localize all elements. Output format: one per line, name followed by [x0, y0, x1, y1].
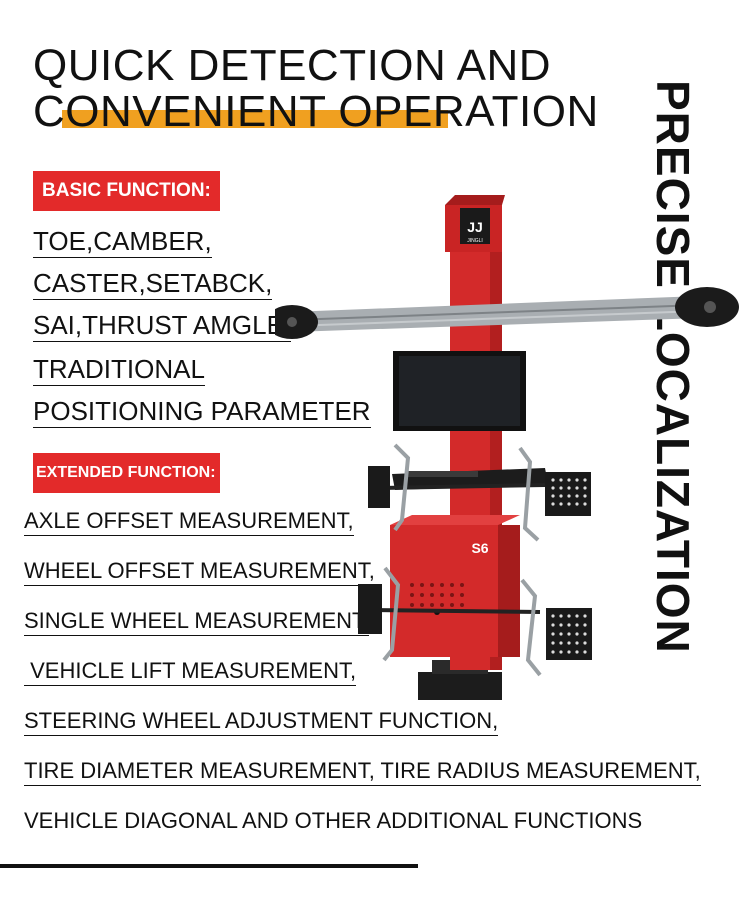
extended-item: VEHICLE LIFT MEASUREMENT,: [24, 660, 357, 686]
wheel-aligner-machine-image: JJ JINGLI S6: [275, 195, 739, 700]
basic-item: POSITIONING PARAMETER: [33, 396, 371, 428]
extended-item: STEERING WHEEL ADJUSTMENT FUNCTION,: [24, 710, 499, 736]
basic-item: CASTER,SETABCK,: [33, 268, 273, 300]
extended-item: SINGLE WHEEL MEASUREMENT,: [24, 610, 370, 636]
extended-item: TIRE DIAMETER MEASUREMENT, TIRE RADIUS M…: [24, 760, 701, 786]
bottom-rule: [0, 864, 418, 868]
extended-item: AXLE OFFSET MEASUREMENT,: [24, 510, 354, 536]
headline-line-2: CONVENIENT OPERATION: [33, 87, 599, 136]
basic-item: TOE,CAMBER,: [33, 226, 212, 258]
svg-text:S6: S6: [471, 540, 488, 556]
basic-item: SAI,THRUST AMGLE,: [33, 310, 292, 342]
svg-text:JJ: JJ: [467, 219, 483, 235]
basic-function-badge: BASIC FUNCTION:: [33, 171, 220, 211]
basic-item: TRADITIONAL: [33, 354, 205, 386]
headline-line-1: QUICK DETECTION AND: [33, 41, 551, 90]
svg-text:JINGLI: JINGLI: [467, 238, 483, 244]
extended-item: VEHICLE DIAGONAL AND OTHER ADDITIONAL FU…: [24, 808, 643, 833]
extended-item: WHEEL OFFSET MEASUREMENT,: [24, 560, 375, 586]
headline-underline-bar: [62, 110, 448, 128]
extended-function-badge: EXTENDED FUNCTION:: [33, 453, 220, 493]
